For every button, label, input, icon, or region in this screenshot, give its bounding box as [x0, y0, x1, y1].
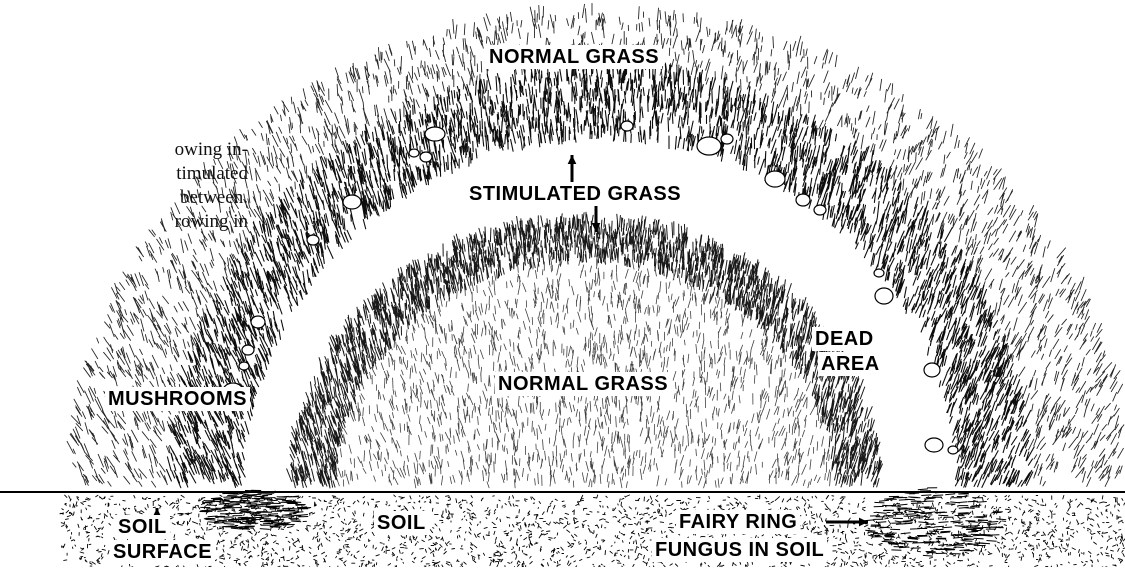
stimulated-grass-inner-band	[287, 212, 883, 488]
label-soil: SOIL	[374, 511, 429, 535]
caption-line: rowing in	[0, 210, 248, 234]
fairy-ring-fungus-pockets	[200, 488, 1007, 556]
caption-line: timulated	[0, 162, 248, 186]
label-stimulated-grass: STIMULATED GRASS	[466, 182, 684, 206]
label-mushrooms: MUSHROOMS	[105, 387, 250, 411]
label-fairy-ring-1: FAIRY RING	[676, 510, 800, 534]
caption-line: between.	[0, 186, 248, 210]
cropped-caption-text: owing in- timulated between. rowing in	[0, 138, 248, 234]
caption-line: owing in-	[0, 138, 248, 162]
label-dead-area-2: AREA	[818, 352, 883, 376]
label-normal-grass-inner: NORMAL GRASS	[495, 372, 671, 396]
label-soil-surface-2: SURFACE	[110, 540, 215, 564]
label-soil-surface-1: SOIL	[115, 515, 170, 539]
label-dead-area-1: DEAD	[812, 327, 877, 351]
label-normal-grass-outer: NORMAL GRASS	[486, 45, 662, 69]
label-fairy-ring-2: FUNGUS IN SOIL	[652, 538, 827, 562]
